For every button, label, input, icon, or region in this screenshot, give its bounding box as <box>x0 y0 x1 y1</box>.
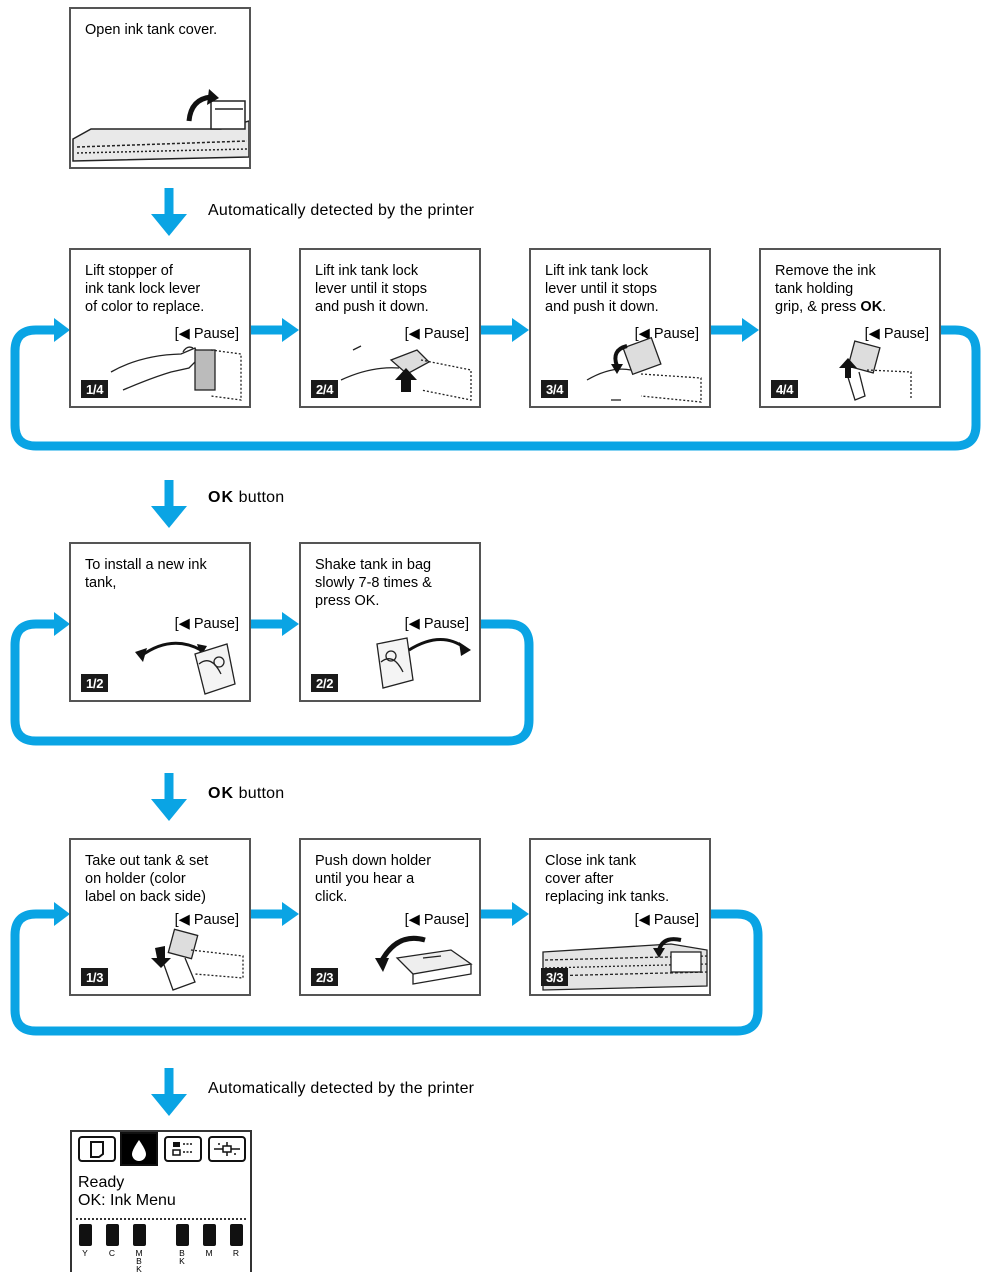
pause-hint: [◀ Pause] <box>404 912 469 928</box>
ink-label: B K <box>179 1248 185 1266</box>
arrowhead-into-r1p3 <box>512 318 529 342</box>
lift-lever-up-illustration <box>340 345 472 401</box>
down-arrowhead-3 <box>151 799 187 821</box>
ink-label: R <box>232 1248 240 1258</box>
row3-step-1-panel: Take out tank & set on holder (color lab… <box>69 838 251 996</box>
ink-level-y: Y <box>78 1224 92 1257</box>
ink-level-bk: B K <box>175 1224 189 1265</box>
row1-step-3-panel: Lift ink tank lock lever until it stops … <box>529 248 711 408</box>
ink-bar <box>78 1224 92 1246</box>
down-arrowhead-1 <box>151 214 187 236</box>
arrowhead-into-r1p2 <box>282 318 299 342</box>
row3-step-3-panel: Close ink tank cover after replacing ink… <box>529 838 711 996</box>
step-badge: 2/4 <box>311 380 339 398</box>
ink-level-c: C <box>105 1224 119 1257</box>
pause-hint: [◀ Pause] <box>634 912 699 928</box>
printer-lcd-display: Ready OK: Ink Menu Y C M B K B K M R <box>70 1130 252 1272</box>
panel-text: Take out tank & set on holder (color lab… <box>85 853 209 905</box>
remove-grip-illustration <box>839 340 912 401</box>
step-badge: 1/4 <box>81 380 109 398</box>
push-holder-down-illustration <box>375 935 473 985</box>
shake-tank-left-illustration <box>135 641 236 695</box>
step-badge: 3/4 <box>541 380 569 398</box>
lcd-hint-line: OK: Ink Menu <box>78 1192 176 1209</box>
row2-step-1-panel: To install a new ink tank, [◀ Pause] 1/2 <box>69 542 251 702</box>
pause-hint: [◀ Pause] <box>864 326 929 342</box>
caption-ok-button-1: OK button <box>208 489 285 506</box>
pause-hint: [◀ Pause] <box>174 912 239 928</box>
row2-loop-line <box>10 619 534 746</box>
ink-bar <box>105 1224 119 1246</box>
arrowhead-into-r2p2 <box>282 612 299 636</box>
caption-auto-detect-1: Automatically detected by the printer <box>208 202 475 219</box>
ink-level-r: R <box>229 1224 243 1257</box>
pause-hint: [◀ Pause] <box>404 326 469 342</box>
ink-label: M B K <box>135 1248 143 1272</box>
ink-bar <box>132 1224 146 1246</box>
push-lever-down-illustration <box>586 336 702 403</box>
step-badge: 4/4 <box>771 380 799 398</box>
lcd-tab-bar <box>72 1132 250 1168</box>
panel-text: Shake tank in bag slowly 7-8 times & pre… <box>315 557 432 609</box>
arrowhead-into-r1p4 <box>742 318 759 342</box>
row2-step-2-panel: Shake tank in bag slowly 7-8 times & pre… <box>299 542 481 702</box>
panel-text: Push down holder until you hear a click. <box>315 853 432 905</box>
ink-label: C <box>108 1248 116 1258</box>
adjust-icon <box>208 1136 246 1162</box>
down-arrowhead-4 <box>151 1094 187 1116</box>
pause-hint: [◀ Pause] <box>174 616 239 632</box>
open-cover-panel: Open ink tank cover. <box>69 7 251 169</box>
ink-bar <box>229 1224 243 1246</box>
pause-hint: [◀ Pause] <box>174 326 239 342</box>
paper-icon <box>78 1136 116 1162</box>
ink-level-mbk: M B K <box>132 1224 146 1272</box>
ink-label: Y <box>82 1248 88 1258</box>
panel-text: Lift stopper of ink tank lock lever of c… <box>85 263 205 315</box>
ink-bar <box>175 1224 189 1246</box>
row3-step-2-panel: Push down holder until you hear a click.… <box>299 838 481 996</box>
ink-level-m: M <box>202 1224 216 1257</box>
step-badge: 1/2 <box>81 674 109 692</box>
panel-text: Lift ink tank lock lever until it stops … <box>315 263 429 315</box>
step-badge: 2/3 <box>311 968 339 986</box>
arrowhead-into-r3p1 <box>54 902 70 926</box>
caption-auto-detect-2: Automatically detected by the printer <box>208 1080 475 1097</box>
ink-drop-icon <box>120 1132 158 1166</box>
menu-list-icon <box>164 1136 202 1162</box>
panel-text: Open ink tank cover. <box>85 22 218 38</box>
step-badge: 3/3 <box>541 968 569 986</box>
row1-step-4-panel: Remove the ink tank holding grip, & pres… <box>759 248 941 408</box>
lift-stopper-illustration <box>110 346 242 401</box>
panel-text: Lift ink tank lock lever until it stops … <box>545 263 659 315</box>
lcd-divider <box>76 1218 246 1220</box>
arrowhead-into-r3p2 <box>282 902 299 926</box>
row1-step-1-panel: Lift stopper of ink tank lock lever of c… <box>69 248 251 408</box>
arrowhead-into-r1p1 <box>54 318 70 342</box>
panel-text: Remove the ink tank holding grip, & pres… <box>775 263 887 315</box>
printer-open-cover-illustration <box>72 89 249 162</box>
arrowhead-into-r2p1 <box>54 612 70 636</box>
panel-text: To install a new ink tank, <box>85 557 207 591</box>
step-badge: 2/2 <box>311 674 339 692</box>
row1-step-2-panel: Lift ink tank lock lever until it stops … <box>299 248 481 408</box>
printer-close-cover-illustration <box>542 937 708 991</box>
set-tank-on-holder-illustration <box>151 928 244 991</box>
lcd-status-line: Ready <box>78 1174 125 1191</box>
pause-hint: [◀ Pause] <box>404 616 469 632</box>
row3-loop-line <box>10 909 763 1036</box>
step-badge: 1/3 <box>81 968 109 986</box>
ink-label: M <box>205 1248 213 1258</box>
down-arrowhead-2 <box>151 506 187 528</box>
ink-bar <box>202 1224 216 1246</box>
row1-loop-line <box>10 325 981 451</box>
panel-text: Close ink tank cover after replacing ink… <box>545 853 670 905</box>
arrowhead-into-r3p3 <box>512 902 529 926</box>
caption-ok-button-2: OK button <box>208 785 285 802</box>
shake-tank-right-illustration <box>376 637 471 689</box>
